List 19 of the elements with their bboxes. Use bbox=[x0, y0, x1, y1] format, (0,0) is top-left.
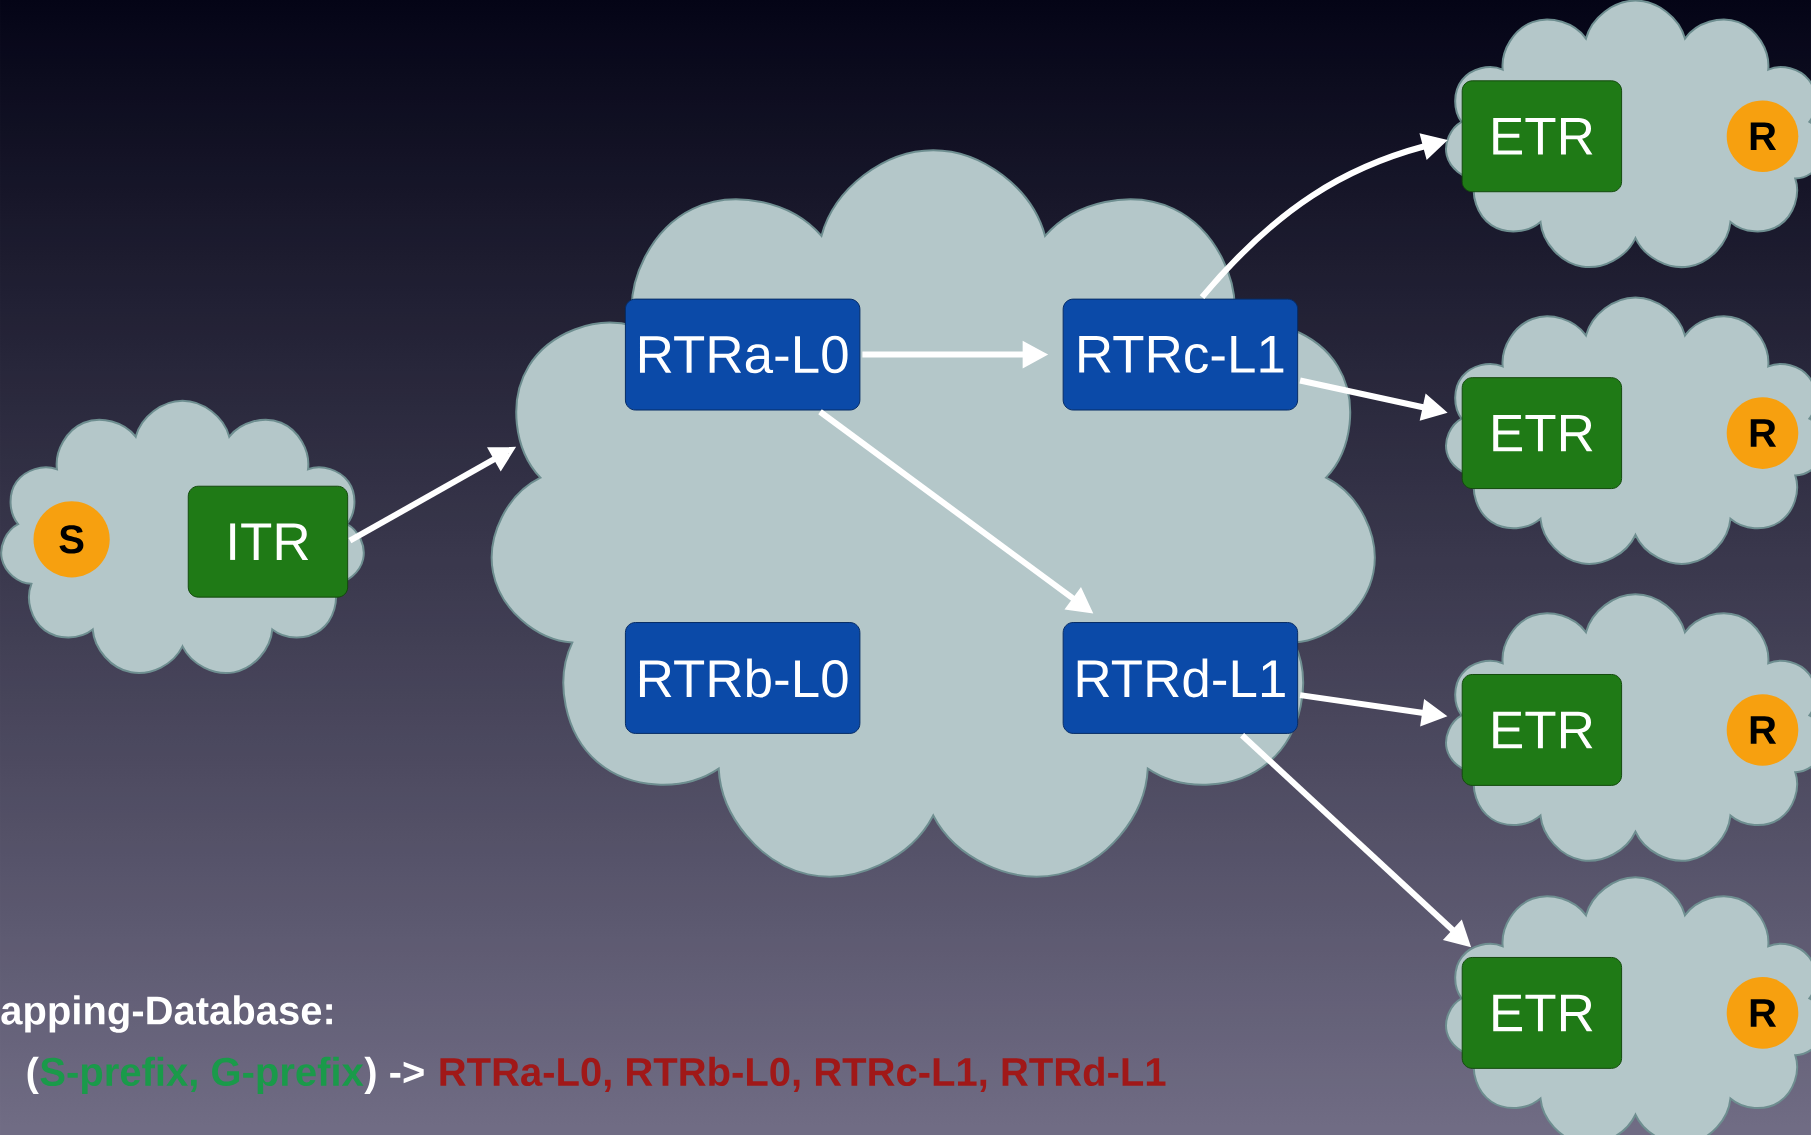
heading: apping-Database: bbox=[1, 995, 332, 1033]
circle-label: R bbox=[1726, 100, 1799, 172]
router-box: RTRb-L0 bbox=[624, 621, 861, 734]
router-box: RTRd-L1 bbox=[1062, 621, 1299, 734]
router-box: ITR bbox=[187, 485, 349, 598]
mapping-text: ( bbox=[27, 1056, 39, 1094]
circle-label: S bbox=[33, 501, 110, 578]
circle-label: R bbox=[1726, 693, 1799, 766]
mapping-text: RTRa-L0, RTRb-L0, RTRc-L1, RTRd-L1 bbox=[440, 1056, 1166, 1092]
router-box: ETR bbox=[1461, 673, 1623, 786]
router-box: ETR bbox=[1461, 377, 1623, 489]
mapping-text: S-prefix, G-prefix bbox=[40, 1056, 364, 1094]
mapping-text: ) -> bbox=[364, 1056, 424, 1094]
router-box: ETR bbox=[1461, 956, 1623, 1069]
router-box: RTRa-L0 bbox=[624, 298, 861, 411]
router-box: ETR bbox=[1461, 80, 1623, 193]
circle-label: R bbox=[1726, 397, 1799, 469]
circle-label: R bbox=[1726, 976, 1799, 1049]
router-box: RTRc-L1 bbox=[1062, 298, 1299, 411]
